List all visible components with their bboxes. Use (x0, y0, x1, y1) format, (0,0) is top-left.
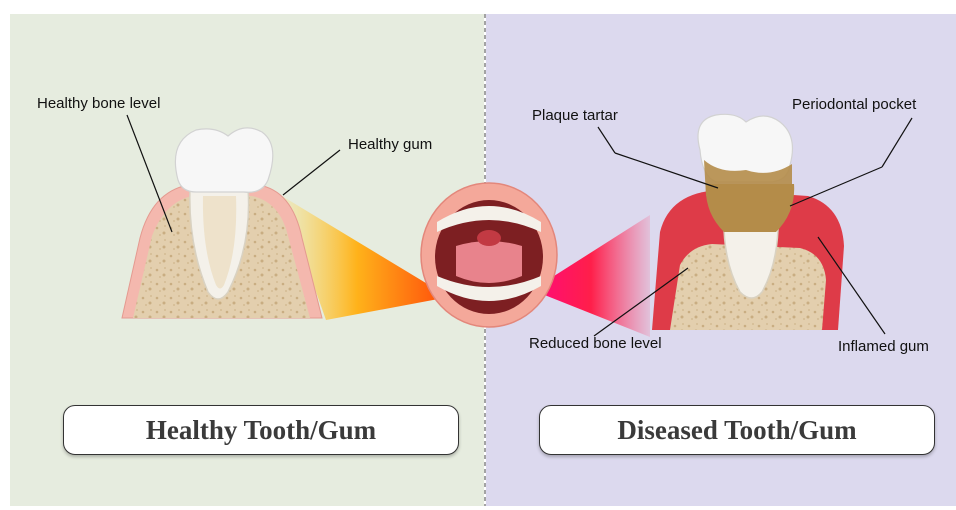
mouth-illustration (421, 183, 557, 327)
healthy-bone-level-label: Healthy bone level (37, 95, 160, 113)
healthy-title-box: Healthy Tooth/Gum (63, 405, 459, 455)
healthy-title: Healthy Tooth/Gum (146, 415, 376, 446)
diseased-title-box: Diseased Tooth/Gum (539, 405, 935, 455)
healthy-gum-label: Healthy gum (348, 136, 432, 154)
inflamed-gum-label: Inflamed gum (838, 338, 929, 356)
plaque-tartar-label: Plaque tartar (532, 107, 618, 125)
diseased-title: Diseased Tooth/Gum (617, 415, 856, 446)
reduced-bone-level-label: Reduced bone level (529, 335, 662, 353)
periodontal-pocket-label: Periodontal pocket (792, 96, 916, 114)
